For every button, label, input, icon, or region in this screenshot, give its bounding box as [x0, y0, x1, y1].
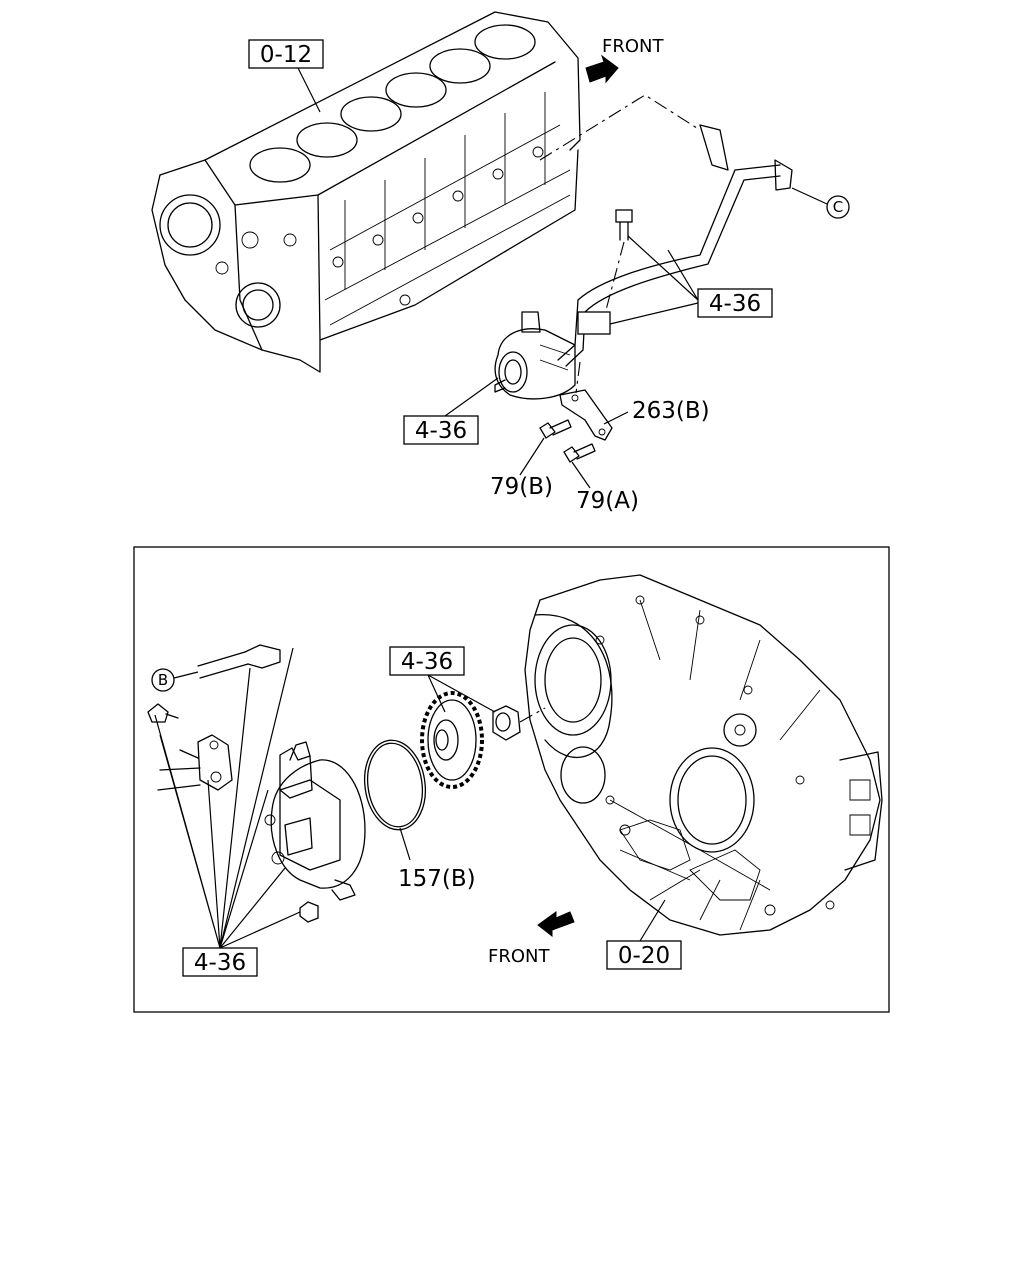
connector-b-marker	[151, 668, 175, 692]
connector-b-label: B	[158, 671, 168, 689]
detail-frame	[133, 546, 890, 1013]
inlet-flange	[157, 734, 233, 791]
front-arrow-detail	[537, 911, 575, 938]
supply-pump	[494, 311, 576, 400]
callout-box-4-36-right	[697, 288, 773, 318]
callout-box-0-12	[248, 39, 324, 69]
callout-4-36-pump: 4-36	[415, 418, 467, 444]
o-ring	[363, 739, 427, 831]
flywheel-housing	[524, 574, 883, 936]
gear-nut	[492, 705, 546, 741]
callout-box-4-36-pump	[403, 415, 479, 445]
detail-bolt-bottom	[299, 901, 319, 923]
detail-pipe	[197, 644, 281, 679]
detail-pump	[264, 741, 366, 901]
callout-0-20: 0-20	[618, 943, 670, 969]
clamp-bolt	[605, 209, 633, 311]
callout-box-4-36-detail	[182, 947, 258, 977]
callout-157b: 157(B)	[398, 866, 476, 892]
callout-box-4-36-gear	[389, 646, 465, 676]
front-arrow-top	[585, 54, 619, 84]
drive-gear	[420, 691, 484, 789]
connector-c-marker	[826, 195, 850, 219]
front-label-top: FRONT	[602, 36, 664, 57]
bracket	[559, 361, 613, 441]
callout-79b: 79(B)	[490, 474, 553, 500]
fuel-pipe	[539, 94, 793, 367]
connector-c-label: C	[833, 198, 843, 216]
engine-block	[151, 11, 581, 373]
callout-4-36-gear: 4-36	[401, 649, 453, 675]
callout-box-0-20	[606, 940, 682, 970]
front-label-detail: FRONT	[488, 946, 550, 967]
callout-79a: 79(A)	[576, 488, 639, 514]
detail-bolt-top	[147, 703, 179, 723]
callout-0-12: 0-12	[260, 42, 312, 68]
callout-4-36-detail: 4-36	[194, 950, 246, 976]
callout-4-36-right: 4-36	[709, 291, 761, 317]
callout-263b: 263(B)	[632, 398, 710, 424]
bolts-79	[539, 419, 596, 463]
pipe-clamp	[577, 311, 611, 335]
